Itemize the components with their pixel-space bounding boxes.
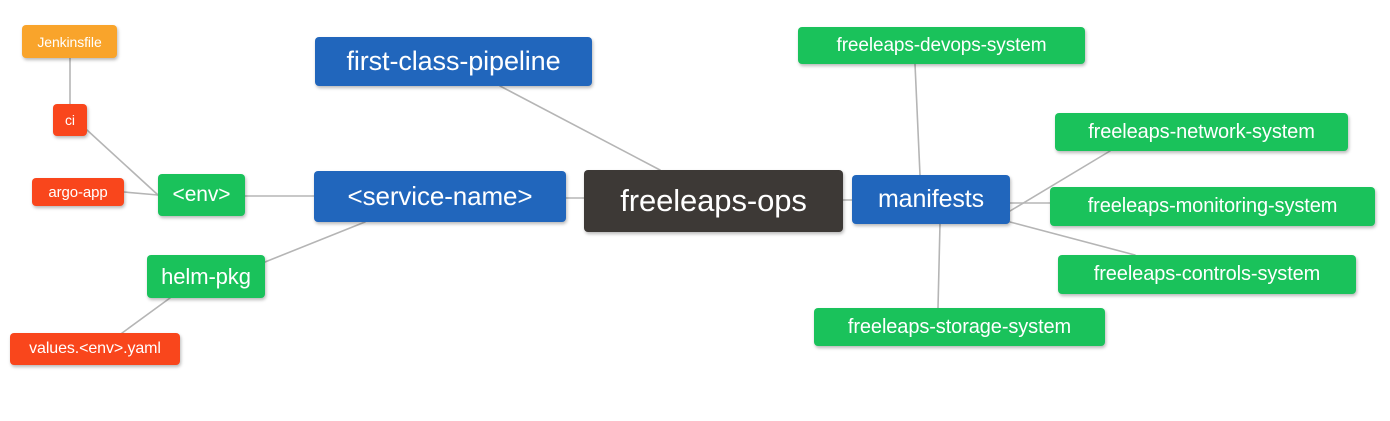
node-ci[interactable]: ci — [53, 104, 87, 136]
node-argo-app[interactable]: argo-app — [32, 178, 124, 206]
node-jenkinsfile[interactable]: Jenkinsfile — [22, 25, 117, 58]
node-service-name[interactable]: <service-name> — [314, 171, 566, 222]
edge-first-class-pipeline-to-freeleaps-ops — [499, 85, 661, 171]
node-manifests[interactable]: manifests — [852, 175, 1010, 224]
edge-helm-pkg-to-values-env-yaml — [117, 297, 171, 337]
node-freeleaps-monitoring-system[interactable]: freeleaps-monitoring-system — [1050, 187, 1375, 226]
node-env[interactable]: <env> — [158, 174, 245, 216]
edge-argo-app-to-env — [123, 191, 159, 196]
node-freeleaps-storage-system[interactable]: freeleaps-storage-system — [814, 308, 1105, 346]
node-freeleaps-ops[interactable]: freeleaps-ops — [584, 170, 843, 232]
edge-service-name-to-helm-pkg — [264, 221, 366, 263]
node-values-env-yaml[interactable]: values.<env>.yaml — [10, 333, 180, 365]
node-freeleaps-devops-system[interactable]: freeleaps-devops-system — [798, 27, 1085, 64]
node-first-class-pipeline[interactable]: first-class-pipeline — [315, 37, 592, 86]
edge-manifests-to-freeleaps-controls-system — [1009, 221, 1136, 256]
node-helm-pkg[interactable]: helm-pkg — [147, 255, 265, 298]
node-freeleaps-controls-system[interactable]: freeleaps-controls-system — [1058, 255, 1356, 294]
edge-manifests-to-freeleaps-devops-system — [914, 63, 921, 176]
edge-manifests-to-freeleaps-storage-system — [937, 223, 941, 309]
node-freeleaps-network-system[interactable]: freeleaps-network-system — [1055, 113, 1348, 151]
